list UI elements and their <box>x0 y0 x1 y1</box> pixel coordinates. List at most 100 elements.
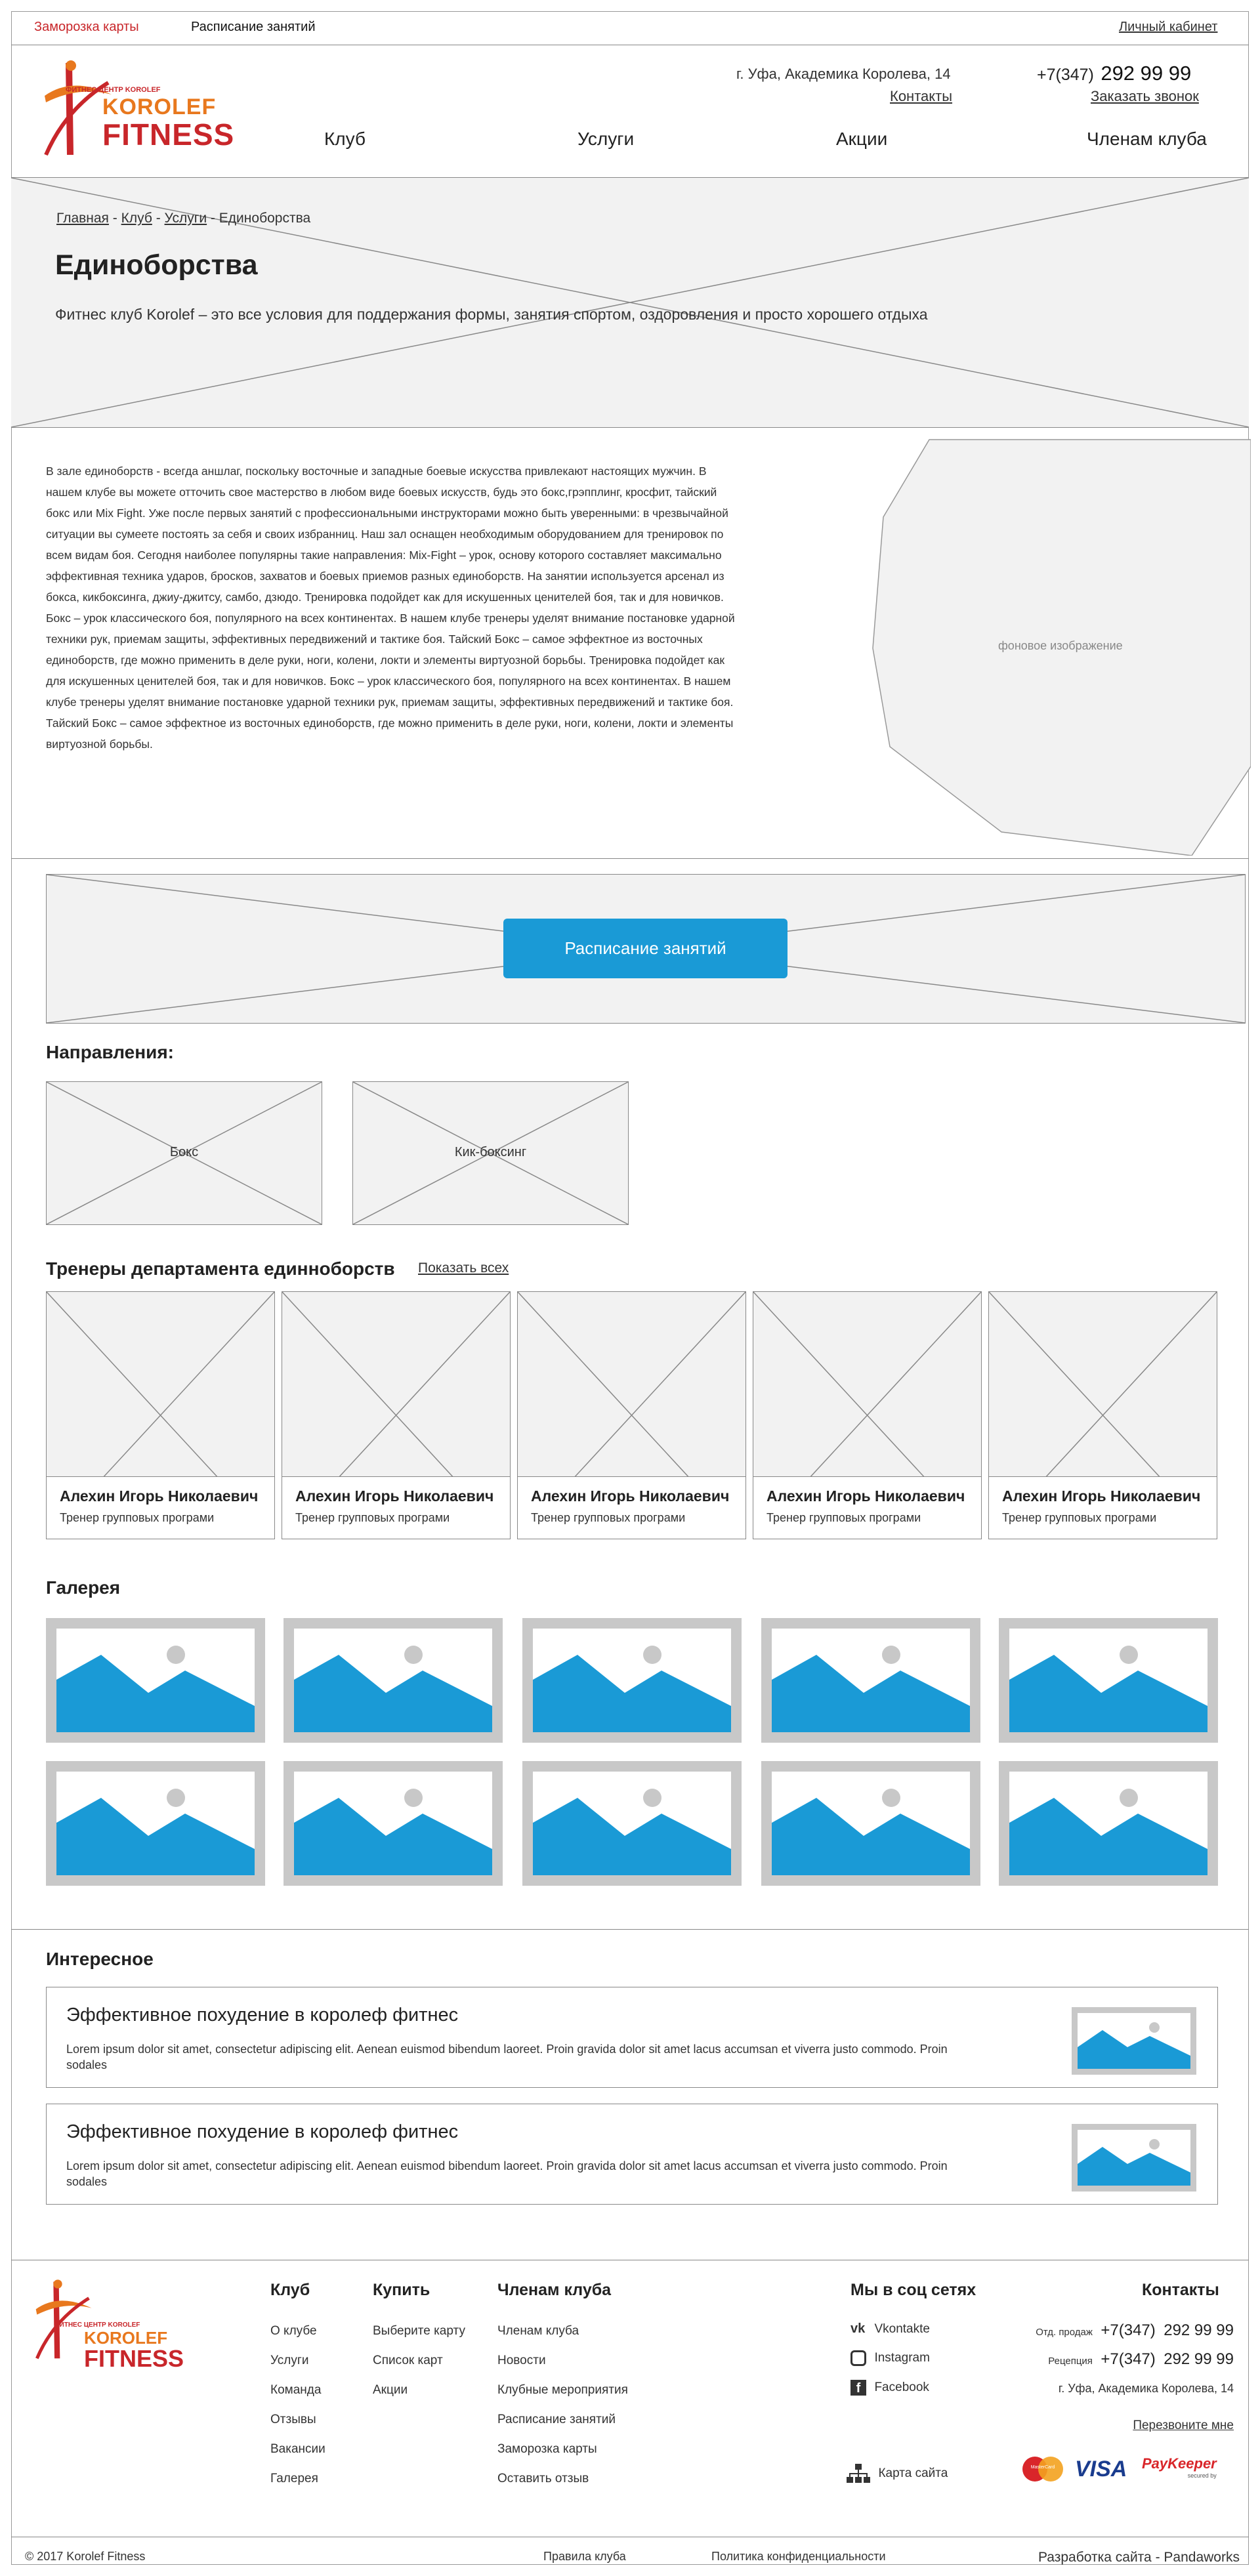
footer-link[interactable]: О клубе <box>270 2324 317 2338</box>
page-title: Единоборства <box>55 249 258 281</box>
article-card[interactable]: Эффективное похудение в королеф фитнес L… <box>46 1987 1218 2088</box>
breadcrumb-current: Единоборства <box>219 211 311 226</box>
image-placeholder-icon <box>294 1772 492 1875</box>
sitemap-link[interactable]: Карта сайта <box>847 2464 948 2483</box>
trainer-role: Тренер групповых програми <box>531 1511 686 1524</box>
gallery-image[interactable] <box>46 1761 265 1886</box>
mastercard-icon: MasterCard <box>1020 2455 1066 2483</box>
gallery-image[interactable] <box>284 1618 503 1743</box>
image-placeholder-icon <box>772 1772 970 1875</box>
gallery-image[interactable] <box>46 1618 265 1743</box>
footer-link[interactable]: Оставить отзыв <box>497 2472 589 2485</box>
breadcrumb: Главная - Клуб - Услуги - Единоборства <box>56 211 311 226</box>
gallery-image[interactable] <box>999 1761 1218 1886</box>
header-contacts-link[interactable]: Контакты <box>890 88 953 104</box>
direction-card-kickboxing[interactable]: Кик-боксинг <box>352 1081 629 1225</box>
article-thumbnail <box>1072 2124 1196 2192</box>
page-subtitle: Фитнес клуб Korolef – это все условия дл… <box>55 306 928 323</box>
footer-link[interactable]: Вакансии <box>270 2442 326 2456</box>
mastercard-label: MasterCard <box>1030 2465 1055 2470</box>
sitemap-icon <box>847 2464 870 2483</box>
privacy-policy-link[interactable]: Политика конфиденциальности <box>711 2550 886 2563</box>
trainer-info: Алехин Игорь Николаевич Тренер групповых… <box>282 1476 510 1539</box>
gallery-image[interactable] <box>522 1618 742 1743</box>
visa-icon: VISA <box>1075 2457 1127 2482</box>
article-text: Lorem ipsum dolor sit amet, consectetur … <box>66 2043 948 2071</box>
trainer-card[interactable]: Алехин Игорь Николаевич Тренер групповых… <box>282 1291 511 1539</box>
header-phone[interactable]: +7(347) 292 99 99 <box>1037 62 1191 85</box>
footer-contacts-title: Контакты <box>1142 2281 1219 2299</box>
social-vk[interactable]: vk Vkontakte <box>850 2321 930 2337</box>
footer-link[interactable]: Услуги <box>270 2354 309 2367</box>
instagram-icon <box>850 2350 866 2366</box>
callback-link[interactable]: Заказать звонок <box>1091 88 1199 104</box>
footer-link[interactable]: Команда <box>270 2383 322 2397</box>
trainer-info: Алехин Игорь Николаевич Тренер групповых… <box>989 1476 1217 1539</box>
footer-logo[interactable]: ФИТНЕС ЦЕНТР KOROLEF KOROLEF FITNESS <box>32 2274 189 2373</box>
direction-card-boxing[interactable]: Бокс <box>46 1081 322 1225</box>
trainer-name: Алехин Игорь Николаевич <box>60 1487 259 1505</box>
image-placeholder-icon <box>1078 2013 1190 2069</box>
trainer-role: Тренер групповых програми <box>766 1511 921 1524</box>
nav-promotions[interactable]: Акции <box>836 129 888 149</box>
show-all-trainers-link[interactable]: Показать всех <box>418 1260 509 1276</box>
nav-club[interactable]: Клуб <box>324 129 366 149</box>
footer-club-title: Клуб <box>270 2281 310 2299</box>
footer-link[interactable]: Выберите карту <box>373 2324 465 2338</box>
trainer-card[interactable]: Алехин Игорь Николаевич Тренер групповых… <box>517 1291 746 1539</box>
social-facebook[interactable]: f Facebook <box>850 2380 929 2396</box>
footer-link[interactable]: Расписание занятий <box>497 2413 616 2426</box>
footer-link[interactable]: Список карт <box>373 2354 443 2367</box>
background-image-placeholder: фоновое изображение <box>870 438 1251 856</box>
logo-korolef: KOROLEF <box>102 94 217 119</box>
footer-link[interactable]: Галерея <box>270 2472 318 2485</box>
nav-members[interactable]: Членам клуба <box>1087 129 1207 149</box>
header-logo[interactable]: ФИТНЕС ЦЕНТР KOROLEF KOROLEF FITNESS <box>39 56 234 161</box>
placeholder-cross-icon <box>11 178 1249 427</box>
logo-figure-icon <box>35 2279 92 2359</box>
personal-cabinet-link[interactable]: Личный кабинет <box>1119 20 1218 34</box>
article-text: Lorem ipsum dolor sit amet, consectetur … <box>66 2159 948 2188</box>
breadcrumb-home[interactable]: Главная <box>56 211 109 226</box>
gallery-image[interactable] <box>284 1761 503 1886</box>
footer-link[interactable]: Членам клуба <box>497 2324 579 2338</box>
footer-link[interactable]: Клубные мероприятия <box>497 2383 628 2397</box>
schedule-top-link[interactable]: Расписание занятий <box>191 20 316 34</box>
social-instagram[interactable]: Instagram <box>850 2350 930 2366</box>
hero-banner <box>11 177 1249 428</box>
footer-reception-phone[interactable]: Рецепция +7(347) 292 99 99 <box>1048 2350 1234 2369</box>
header-address: г. Уфа, Академика Королева, 14 <box>736 66 951 82</box>
gallery-image[interactable] <box>761 1618 980 1743</box>
paykeeper-sub: secured by <box>1187 2472 1217 2479</box>
freeze-card-link[interactable]: Заморозка карты <box>34 20 139 34</box>
developer-link[interactable]: Разработка сайта - Pandaworks <box>1038 2550 1240 2565</box>
trainer-name: Алехин Игорь Николаевич <box>295 1487 494 1505</box>
nav-services[interactable]: Услуги <box>578 129 635 149</box>
page-frame <box>11 11 1249 2565</box>
trainer-card[interactable]: Алехин Игорь Николаевич Тренер групповых… <box>753 1291 982 1539</box>
footer-link[interactable]: Заморозка карты <box>497 2442 597 2456</box>
schedule-button[interactable]: Расписание занятий <box>503 919 788 978</box>
footer-link[interactable]: Отзывы <box>270 2413 316 2426</box>
phone-prefix: +7(347) <box>1101 2321 1156 2339</box>
image-placeholder-icon <box>56 1772 255 1875</box>
club-rules-link[interactable]: Правила клуба <box>543 2550 626 2563</box>
footer-sales-phone[interactable]: Отд. продаж +7(347) 292 99 99 <box>1036 2321 1234 2340</box>
footer-link[interactable]: Акции <box>373 2383 408 2397</box>
image-placeholder-icon <box>772 1629 970 1732</box>
footer-link[interactable]: Новости <box>497 2354 546 2367</box>
trainer-card[interactable]: Алехин Игорь Николаевич Тренер групповых… <box>46 1291 275 1539</box>
paykeeper-icon: PayKeeper secured by <box>1142 2455 1217 2479</box>
placeholder-cross-icon <box>47 1082 322 1224</box>
intro-text: В зале единоборств - всегда аншлаг, поск… <box>46 465 735 751</box>
gallery-image[interactable] <box>999 1618 1218 1743</box>
callback-me-link[interactable]: Перезвоните мне <box>1133 2419 1234 2432</box>
breadcrumb-services[interactable]: Услуги <box>164 211 207 226</box>
phone-number: 292 99 99 <box>1164 2350 1234 2368</box>
trainer-card[interactable]: Алехин Игорь Николаевич Тренер групповых… <box>988 1291 1217 1539</box>
phone-prefix: +7(347) <box>1037 66 1094 84</box>
gallery-image[interactable] <box>761 1761 980 1886</box>
breadcrumb-club[interactable]: Клуб <box>121 211 152 226</box>
gallery-image[interactable] <box>522 1761 742 1886</box>
article-card[interactable]: Эффективное похудение в королеф фитнес L… <box>46 2104 1218 2205</box>
